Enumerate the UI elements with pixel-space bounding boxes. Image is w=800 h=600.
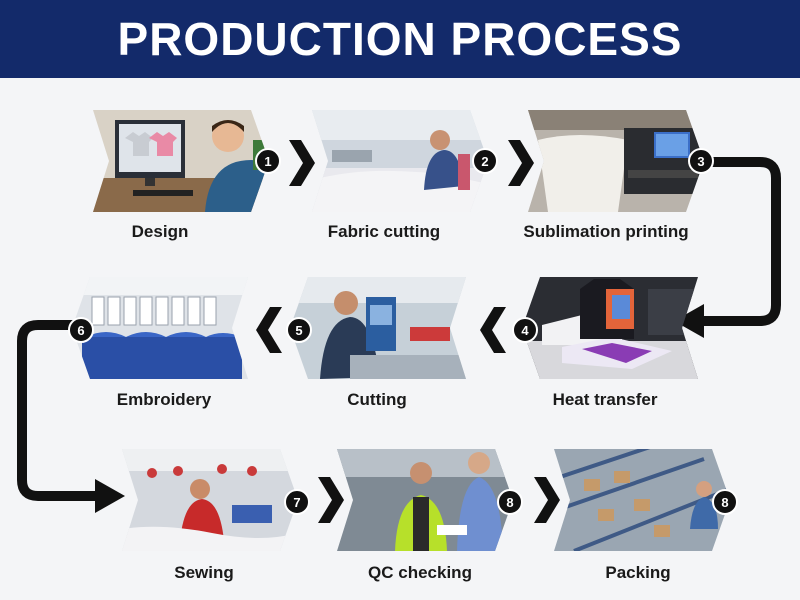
step-number-badge: 8 — [497, 489, 523, 515]
step-label-design: Design — [131, 222, 189, 241]
step-number-badge: 3 — [688, 148, 714, 174]
step-design: 1 — [93, 110, 281, 212]
step-heat-transfer: 4 — [512, 277, 698, 379]
step-qc-checking: 8 — [337, 449, 523, 551]
step-number-badge: 6 — [68, 317, 94, 343]
chevron-right-icon — [289, 140, 315, 186]
heat-press-icon — [522, 277, 698, 379]
title-banner: PRODUCTION PROCESS — [0, 0, 800, 78]
step-label-sublimation-printing: Sublimation printing — [523, 222, 689, 241]
step-packing: 8 — [554, 449, 738, 551]
step-label-qc-checking: QC checking — [368, 563, 472, 582]
chevron-left-icon — [256, 307, 282, 353]
chevron-right-icon — [318, 477, 344, 523]
step-sublimation-printing: 3 — [528, 110, 714, 212]
step-label-packing: Packing — [605, 563, 671, 582]
step-number-badge: 7 — [284, 489, 310, 515]
page-title: PRODUCTION PROCESS — [117, 13, 683, 65]
step-label-sewing: Sewing — [174, 563, 234, 582]
inspection-icon — [337, 449, 513, 551]
cutting-machine-icon — [290, 277, 466, 379]
fabric-cutting-icon — [312, 110, 488, 212]
chevron-left-icon — [480, 307, 506, 353]
boxes-icon — [554, 449, 730, 551]
designer-at-computer-icon — [93, 110, 269, 212]
printer-icon — [528, 110, 704, 212]
step-embroidery: 6 — [68, 277, 248, 379]
embroidery-machine-icon — [72, 277, 248, 379]
chevron-right-icon — [508, 140, 534, 186]
step-label-cutting: Cutting — [347, 390, 407, 409]
chevron-right-icon — [534, 477, 560, 523]
sewing-icon — [122, 449, 298, 551]
step-cutting: 5 — [286, 277, 466, 379]
step-number-badge: 1 — [255, 148, 281, 174]
step-label-heat-transfer: Heat transfer — [552, 390, 658, 409]
step-number-badge: 4 — [512, 317, 538, 343]
step-label-fabric-cutting: Fabric cutting — [327, 222, 441, 241]
step-number-badge: 2 — [472, 148, 498, 174]
step-label-embroidery: Embroidery — [116, 390, 212, 409]
step-number-badge: 8 — [712, 489, 738, 515]
step-number-badge: 5 — [286, 317, 312, 343]
step-sewing: 7 — [122, 449, 310, 551]
step-fabric-cutting: 2 — [312, 110, 498, 212]
